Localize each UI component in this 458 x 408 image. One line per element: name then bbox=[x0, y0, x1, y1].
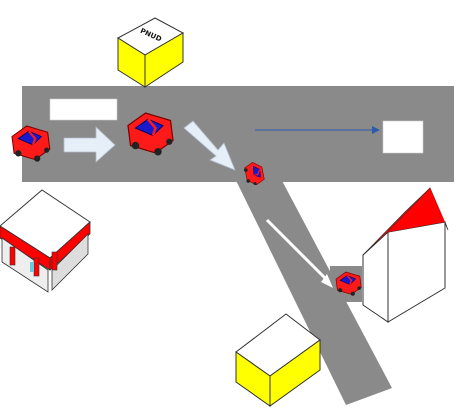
house-icon bbox=[362, 187, 449, 323]
label-box-top-left bbox=[49, 98, 118, 121]
arrow-right-icon bbox=[63, 126, 116, 163]
gas-station-icon bbox=[0, 189, 91, 293]
yellow-box-building-icon bbox=[235, 313, 321, 407]
arrow-right-icon bbox=[255, 126, 380, 134]
label-box-right bbox=[382, 120, 424, 154]
arrow-right-icon bbox=[265, 218, 333, 288]
pnud-building-icon: PNUD bbox=[117, 17, 185, 88]
arrow-right-icon bbox=[183, 120, 236, 171]
